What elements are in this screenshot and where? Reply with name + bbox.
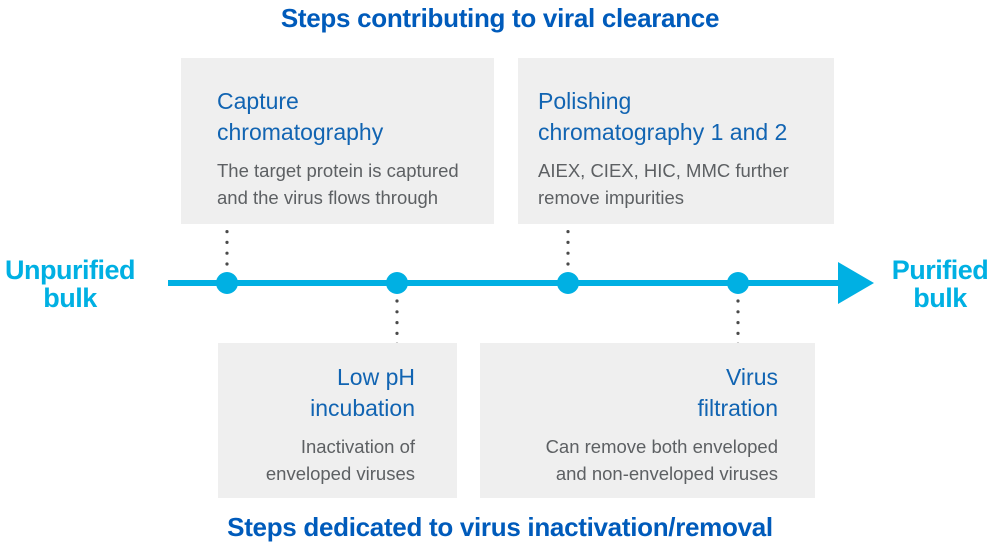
step-description-line: and non-enveloped viruses (555, 463, 778, 484)
step-heading: Capture chromatography (217, 86, 484, 148)
bottom-title: Steps dedicated to virus inactivation/re… (227, 512, 773, 542)
label-unpurified-bulk: Unpurified bulk (0, 256, 140, 312)
step-description-line: and the virus flows through (217, 187, 439, 208)
timeline-dot-lowph (386, 272, 408, 294)
step-heading-line: chromatography (217, 119, 384, 145)
step-description: Can remove both enveloped and non-envelo… (490, 433, 778, 487)
step-description-line: The target protein is captured (217, 160, 459, 181)
timeline-dot-capture (216, 272, 238, 294)
top-title: Steps contributing to viral clearance (280, 3, 720, 33)
step-description-line: Inactivation of (300, 436, 415, 457)
step-description-line: Can remove both enveloped (545, 436, 778, 457)
step-description-line: AIEX, CIEX, HIC, MMC further (538, 160, 789, 181)
step-description-line: remove impurities (538, 187, 684, 208)
step-box-low-ph: Low pH incubation Inactivation of envelo… (218, 343, 457, 498)
timeline-dot-virusfiltration (727, 272, 749, 294)
step-heading-line: Polishing (538, 88, 632, 114)
step-heading: Virus filtration (490, 362, 778, 424)
step-heading-line: chromatography 1 and 2 (538, 119, 788, 145)
step-heading-line: incubation (310, 395, 415, 421)
label-line: bulk (43, 283, 97, 313)
step-box-polishing: Polishing chromatography 1 and 2 AIEX, C… (518, 58, 834, 224)
arrowhead-icon (838, 262, 874, 304)
step-heading-line: Low pH (337, 364, 415, 390)
step-description: The target protein is captured and the v… (217, 157, 484, 211)
step-heading: Polishing chromatography 1 and 2 (538, 86, 824, 148)
step-description: Inactivation of enveloped viruses (228, 433, 415, 487)
step-box-virus-filtration: Virus filtration Can remove both envelop… (480, 343, 815, 498)
step-heading-line: Virus (726, 364, 778, 390)
label-line: Unpurified (5, 255, 136, 285)
step-heading-line: filtration (697, 395, 778, 421)
label-line: Purified (891, 255, 989, 285)
label-purified-bulk: Purified bulk (880, 256, 1000, 312)
step-box-capture: Capture chromatography The target protei… (181, 58, 494, 224)
step-description: AIEX, CIEX, HIC, MMC further remove impu… (538, 157, 824, 211)
step-description-line: enveloped viruses (265, 463, 415, 484)
step-heading-line: Capture (217, 88, 299, 114)
step-heading: Low pH incubation (228, 362, 415, 424)
label-line: bulk (913, 283, 967, 313)
timeline-dot-polishing (557, 272, 579, 294)
